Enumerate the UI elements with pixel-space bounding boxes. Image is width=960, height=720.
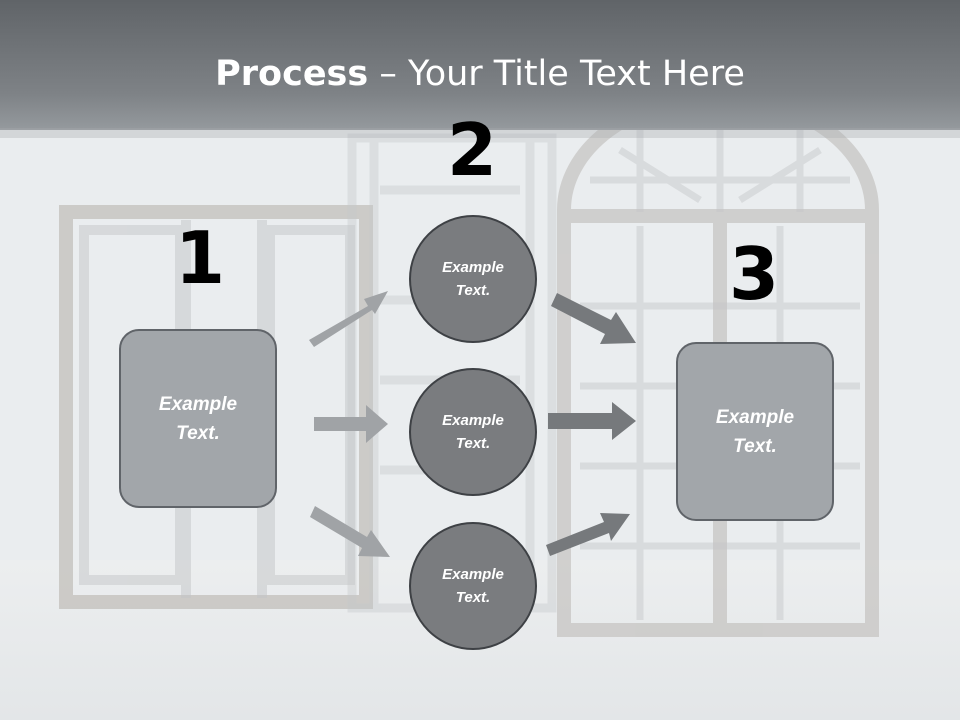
arrow-circle-2-to-3 [548,402,636,440]
arrow-1-to-circle-1 [309,291,388,347]
step-number-2: 2 [446,108,498,192]
step-number-1: 1 [174,216,226,300]
step-circle-3: Example Text. [409,522,537,650]
step-box-1-text: Example Text. [158,393,238,444]
step-box-3: Example Text. [676,342,834,521]
step-box-1: Example Text. [119,329,277,508]
step-number-3: 3 [728,232,780,316]
title-bold: Process [215,54,369,94]
arrow-1-to-circle-2 [314,405,388,443]
step-circle-1: Example Text. [409,215,537,343]
slide-title: Process – Your Title Text Here [0,52,960,96]
step-circle-2-text: Example Text. [442,412,504,452]
arrow-1-to-circle-3 [310,506,390,557]
step-circle-3-text: Example Text. [442,566,504,606]
title-rest: – Your Title Text Here [368,54,745,94]
step-circle-1-text: Example Text. [442,259,504,299]
step-circle-2: Example Text. [409,368,537,496]
arrow-circle-3-to-3 [546,513,630,556]
arrow-circle-1-to-3 [551,293,636,344]
step-box-3-text: Example Text. [715,406,795,457]
